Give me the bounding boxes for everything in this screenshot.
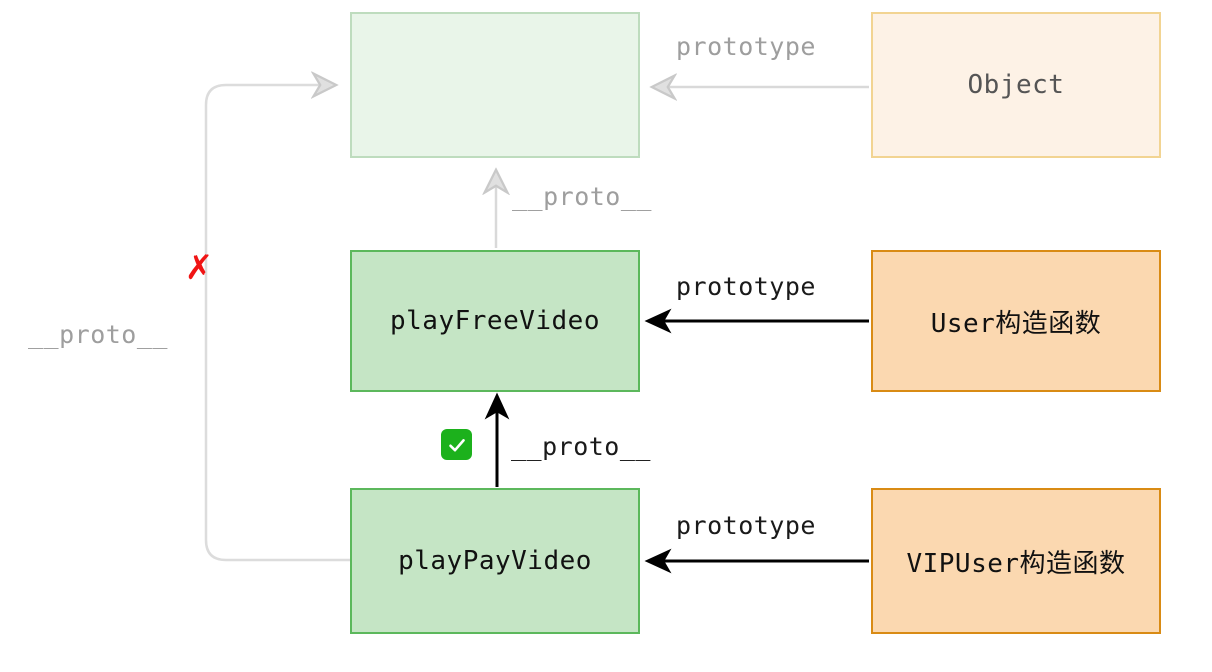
edge-label-user-prototype: prototype	[676, 272, 816, 301]
node-vipuser-constructor[interactable]: VIPUser构造函数	[871, 488, 1161, 634]
node-user-constructor[interactable]: User构造函数	[871, 250, 1161, 392]
node-object-prototype-empty[interactable]	[350, 12, 640, 158]
edge-label-pay-proto-top: __proto__	[28, 320, 168, 349]
node-play-free-video[interactable]: playFreeVideo	[350, 250, 640, 392]
edge-label-free-proto-up: __proto__	[512, 182, 652, 211]
node-play-pay-video[interactable]: playPayVideo	[350, 488, 640, 634]
edge-label-vipuser-prototype: prototype	[676, 511, 816, 540]
edge-label-pay-proto-free: __proto__	[511, 432, 651, 461]
edge-pay-proto-top	[204, 85, 350, 562]
edge-label-object-prototype: prototype	[676, 32, 816, 61]
check-mark-icon	[441, 429, 472, 460]
node-object[interactable]: Object	[871, 12, 1161, 158]
cross-mark-icon: ✗	[184, 248, 214, 288]
